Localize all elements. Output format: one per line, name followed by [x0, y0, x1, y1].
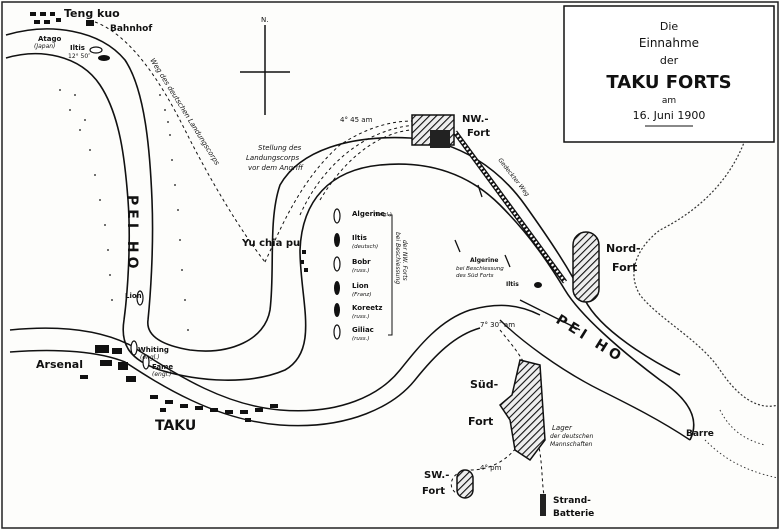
label-yuchiapu: Yu chia pu [241, 238, 300, 249]
ship-label-nation: (deutsch) [352, 244, 378, 250]
bank-stipple [59, 89, 189, 331]
label-nw-fort2: Fort [467, 128, 490, 139]
label-beschiessung1: bei Beschiessung [394, 232, 401, 284]
label-arsenal: Arsenal [36, 358, 83, 371]
label-beschiessung2: der NW. Forts [401, 240, 408, 281]
label-sued-fort2: Fort [468, 415, 493, 428]
title-block: Die Einnahme der TAKU FORTS am 16. Juni … [563, 5, 775, 143]
compass-north-label: N. [261, 16, 268, 24]
label-weg: Weg des deutschen Landungscorps [148, 57, 221, 167]
ship-labels: Algerine (engl.) Iltis (deutsch) Bobr (r… [352, 210, 392, 342]
label-iltis-small: Iltis [506, 281, 519, 288]
ship-atago [89, 46, 103, 54]
yuchiapu-houses [300, 250, 308, 272]
title-line5: am [662, 96, 676, 106]
label-lion-small: Lion [125, 292, 142, 300]
ship-algerine-sued [534, 282, 542, 288]
coastline [633, 139, 779, 407]
label-tengkuo: Teng kuo [64, 7, 120, 20]
label-iltis-top-time: 12° 50″ [68, 53, 91, 60]
label-strand2: Batterie [553, 509, 594, 519]
label-algerine-note1: Algerine [470, 257, 498, 264]
title-line1: Die [660, 20, 679, 33]
river-mouth-bank [499, 299, 691, 441]
attack-route [264, 120, 431, 263]
title-main: TAKU FORTS [606, 72, 731, 93]
label-whiting: Whiting [138, 346, 169, 354]
label-fame: Fame [152, 363, 173, 371]
label-taku: TAKU [155, 418, 196, 434]
label-strand1: Strand- [553, 496, 591, 506]
sw-fort [456, 469, 474, 499]
river-bank-east [5, 28, 681, 376]
sandbank-barre [704, 409, 779, 479]
strand-batterie [540, 494, 546, 516]
ship-label-name: Algerine [352, 210, 385, 218]
river-bank-south-inner [9, 327, 481, 427]
label-time-sw: 4° pm [480, 464, 502, 472]
label-nord-fort1: Nord- [606, 242, 641, 255]
label-bahnhof: Bahnhof [110, 24, 152, 34]
label-stellung1: Stellung des [258, 144, 302, 152]
label-barre: Barre [686, 429, 714, 439]
label-nw-fort1: NW.- [462, 114, 489, 125]
label-sw-fort1: SW.- [424, 470, 449, 481]
label-time-sued: 7° 30″ am [480, 321, 515, 329]
ship-fame [142, 354, 150, 370]
ship-column [333, 208, 341, 340]
label-lager3: Mannschaften [550, 441, 593, 448]
ship-label-nation: (russ.) [352, 268, 370, 274]
label-stellung3: vor dem Angriff [248, 164, 304, 172]
label-whiting-note: (engl.) [140, 354, 160, 361]
compass [240, 25, 290, 115]
ship-label-name: Iltis [352, 234, 367, 242]
ship-iltis-top [98, 55, 110, 61]
label-lager1: Lager [552, 424, 573, 432]
label-iltis-top: Iltis [70, 44, 85, 52]
road-path [94, 21, 266, 263]
ship-label-name: Giliac [352, 326, 374, 334]
label-stellung2: Landungscorps [246, 154, 299, 162]
label-atago-note: (Japan) [34, 43, 55, 50]
ship-label-name: Bobr [352, 258, 371, 266]
ship-label-nation: (russ.) [352, 336, 370, 342]
teng-kuo-houses [30, 12, 94, 26]
sued-fort [499, 359, 546, 462]
label-sw-fort2: Fort [422, 486, 445, 497]
river-bank-west [5, 52, 695, 441]
label-sued-fort1: Süd- [470, 378, 498, 391]
ship-label-nation: (Franz) [352, 292, 371, 298]
label-nord-fort2: Fort [612, 261, 637, 274]
ship-whiting [130, 340, 138, 356]
label-fame-note: (engl.) [152, 371, 172, 378]
nord-fort [572, 231, 600, 303]
bombardment-bracket [388, 214, 393, 336]
label-atago: Atago [38, 35, 61, 43]
attack-route-2 [299, 124, 431, 216]
ship-label-nation: (engl.) [374, 212, 392, 218]
label-time-nw: 4° 45 am [340, 116, 373, 124]
river-bank-south [9, 304, 541, 412]
title-line3: der [660, 54, 679, 67]
title-line2: Einnahme [639, 36, 699, 50]
label-lager2: der deutschen [550, 433, 593, 440]
label-algerine-note3: des Süd Forts [456, 273, 494, 279]
label-peiho-upper: PEI HO [124, 195, 140, 273]
arsenal-buildings [80, 345, 136, 382]
ship-label-name: Lion [352, 282, 369, 290]
title-date: 16. Juni 1900 [633, 109, 706, 122]
taku-houses [150, 395, 278, 422]
ship-lion-small [136, 290, 144, 306]
ship-label-name: Koreetz [352, 304, 382, 312]
river-markers [454, 184, 511, 268]
ship-label-nation: (russ.) [352, 314, 370, 320]
label-algerine-note2: bei Beschiessung [456, 266, 504, 272]
